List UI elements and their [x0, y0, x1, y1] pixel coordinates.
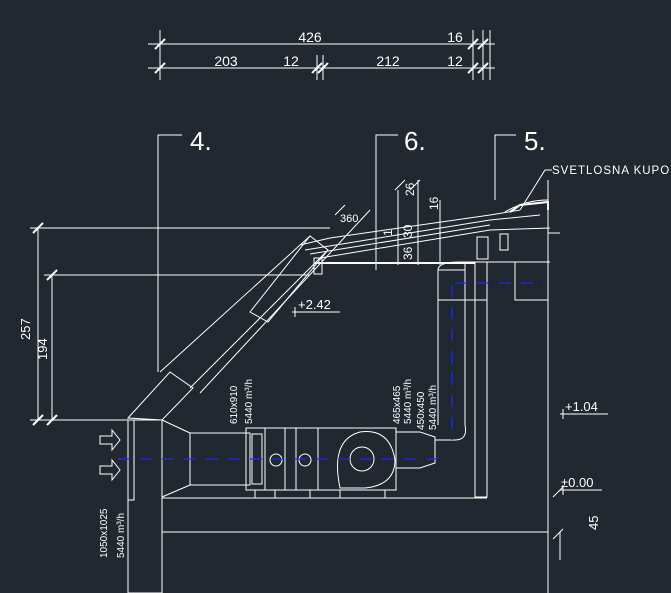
- callout-svetlosna-kupola: SVETLOSNA KUPOLA: [552, 165, 671, 177]
- section-label-6: 6.: [404, 126, 426, 156]
- elevation-104: +1.04: [565, 399, 598, 414]
- air-handling-unit: [161, 261, 550, 498]
- interior-wall: [474, 261, 488, 498]
- elevation-242: +2.42: [298, 297, 331, 312]
- vertical-dimension-lines: [30, 222, 330, 426]
- dim-right-gap: 12: [447, 53, 463, 69]
- intake-flow: 5440 m³/h: [116, 513, 127, 558]
- dim-16: 16: [427, 196, 441, 210]
- sloped-roof: [126, 179, 560, 593]
- section-label-4: 4.: [190, 126, 212, 156]
- dim-overall: 426: [298, 29, 322, 45]
- dim-right: 212: [376, 53, 400, 69]
- section-markers: [157, 134, 516, 372]
- outlet1-size: 465x465: [392, 385, 403, 424]
- dim-1: 1: [381, 229, 395, 236]
- outlet2-flow: 5440 m³/h: [428, 385, 439, 430]
- exterior-wall: [127, 419, 163, 593]
- dim-left-gap: 12: [283, 53, 299, 69]
- unit-size: 610x910: [229, 385, 240, 424]
- elevation-000: ±0.00: [561, 475, 593, 490]
- dim-left: 203: [214, 53, 238, 69]
- outlet1-flow: 5440 m³/h: [403, 379, 414, 424]
- dim-194: 194: [35, 338, 50, 360]
- floor-slab: [162, 497, 548, 533]
- outlet2-size: 450x450: [416, 391, 427, 430]
- dim-257: 257: [18, 318, 33, 340]
- callout-leader: [519, 169, 552, 211]
- elevation-marks: [292, 307, 608, 560]
- section-label-5: 5.: [524, 126, 546, 156]
- dim-36: 36: [401, 246, 415, 260]
- intake-louver: [127, 419, 135, 501]
- intake-size: 1050x1025: [99, 508, 110, 558]
- dim-26: 26: [403, 182, 417, 196]
- dim-overall-right: 16: [447, 29, 463, 45]
- dim-360: 360: [340, 213, 358, 225]
- unit-flow: 5440 m³/h: [244, 379, 255, 424]
- airflow-arrow-icon: [99, 428, 121, 482]
- dim-45: 45: [586, 516, 601, 530]
- dim-30: 30: [401, 224, 415, 238]
- top-dimension-lines: [148, 30, 495, 80]
